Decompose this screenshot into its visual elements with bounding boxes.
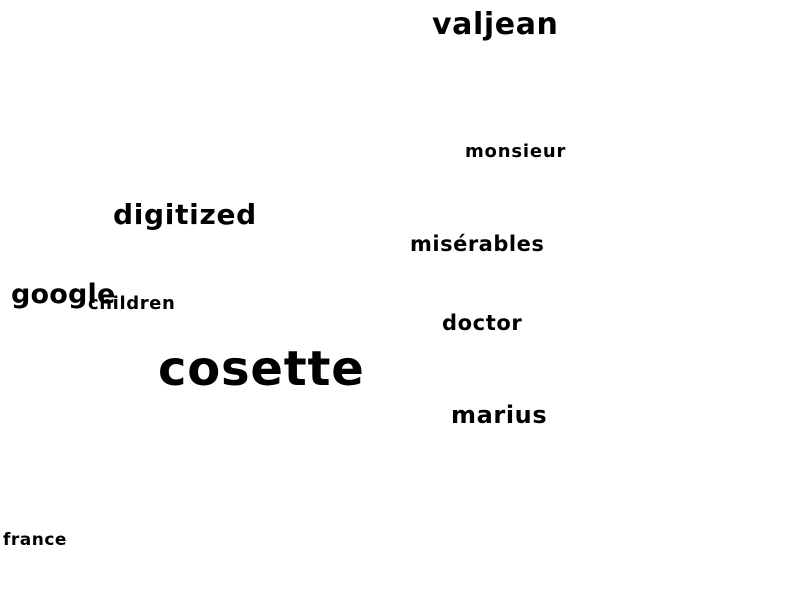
word-digitized: digitized: [113, 198, 257, 231]
word-france: france: [3, 530, 67, 550]
word-doctor: doctor: [442, 311, 523, 335]
word-children: children: [88, 293, 176, 314]
word-monsieur: monsieur: [465, 141, 567, 162]
word-marius: marius: [451, 401, 548, 429]
word-valjean: valjean: [432, 7, 559, 42]
word-miserables: misérables: [410, 232, 545, 256]
word-cosette: cosette: [158, 341, 365, 397]
word-google: google: [11, 279, 116, 310]
